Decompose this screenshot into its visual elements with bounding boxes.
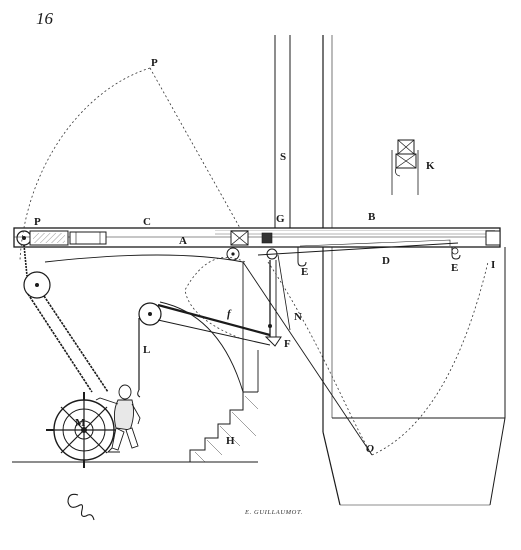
- hull: [322, 247, 506, 506]
- winch-wheel: [46, 392, 116, 468]
- label-n: N: [294, 311, 302, 323]
- label-d: D: [382, 255, 390, 267]
- label-m: M: [75, 417, 86, 429]
- label-a: A: [179, 235, 187, 247]
- label-f-upper: F: [284, 338, 291, 350]
- stairs: [189, 391, 259, 463]
- label-e-right: E: [451, 262, 458, 274]
- label-f-lower: f: [227, 308, 232, 320]
- engraver-credit: E. GUILLAUMOT.: [244, 509, 303, 516]
- label-o: O: [366, 443, 374, 455]
- label-p-left: P: [34, 216, 41, 228]
- label-k: K: [426, 160, 435, 172]
- mast: [274, 35, 333, 228]
- label-b: B: [368, 211, 376, 223]
- figure-number: 16: [36, 9, 54, 28]
- main-beam: [13, 227, 501, 267]
- label-g: G: [276, 213, 285, 225]
- signature-mark: [67, 493, 95, 521]
- label-l: L: [143, 344, 150, 356]
- label-h: H: [226, 435, 235, 447]
- label-e-mid: E: [301, 266, 308, 278]
- label-p-top: P: [151, 57, 158, 69]
- swing-arcs: [19, 67, 489, 456]
- label-c: C: [143, 216, 151, 228]
- inset-detail-k: [391, 139, 419, 195]
- label-s: S: [280, 151, 286, 163]
- pulley-system: [23, 244, 291, 398]
- label-i: I: [491, 259, 495, 271]
- operator-figure: [95, 384, 141, 453]
